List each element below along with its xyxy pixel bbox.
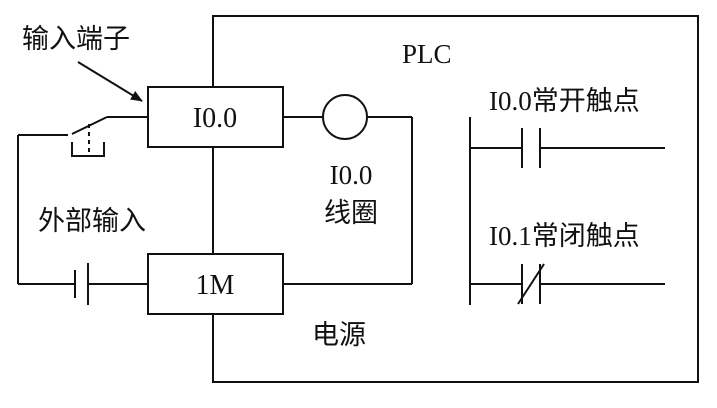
terminal-1m-box (147, 253, 284, 315)
external-input-label: 外部输入 (38, 206, 146, 237)
terminal-i00-label: I0.0 (193, 103, 237, 134)
power-source-label: 电源 (312, 320, 366, 351)
plc-label: PLC (402, 39, 452, 69)
coil-word-label: 线圈 (324, 198, 378, 229)
coil-symbol (322, 94, 368, 140)
plc-enclosure (212, 15, 699, 383)
input-terminal-arrow (77, 61, 143, 102)
contact-no-label: I0.0常开触点 (489, 86, 640, 116)
nc-contact-slash (517, 263, 545, 305)
input-terminal-label: 输入端子 (22, 24, 130, 55)
switch-actuator-cap (71, 142, 105, 157)
coil-name-label: I0.0 (330, 160, 373, 190)
terminal-1m-label: 1M (196, 270, 235, 301)
contact-nc-label: I0.1常闭触点 (489, 221, 640, 251)
